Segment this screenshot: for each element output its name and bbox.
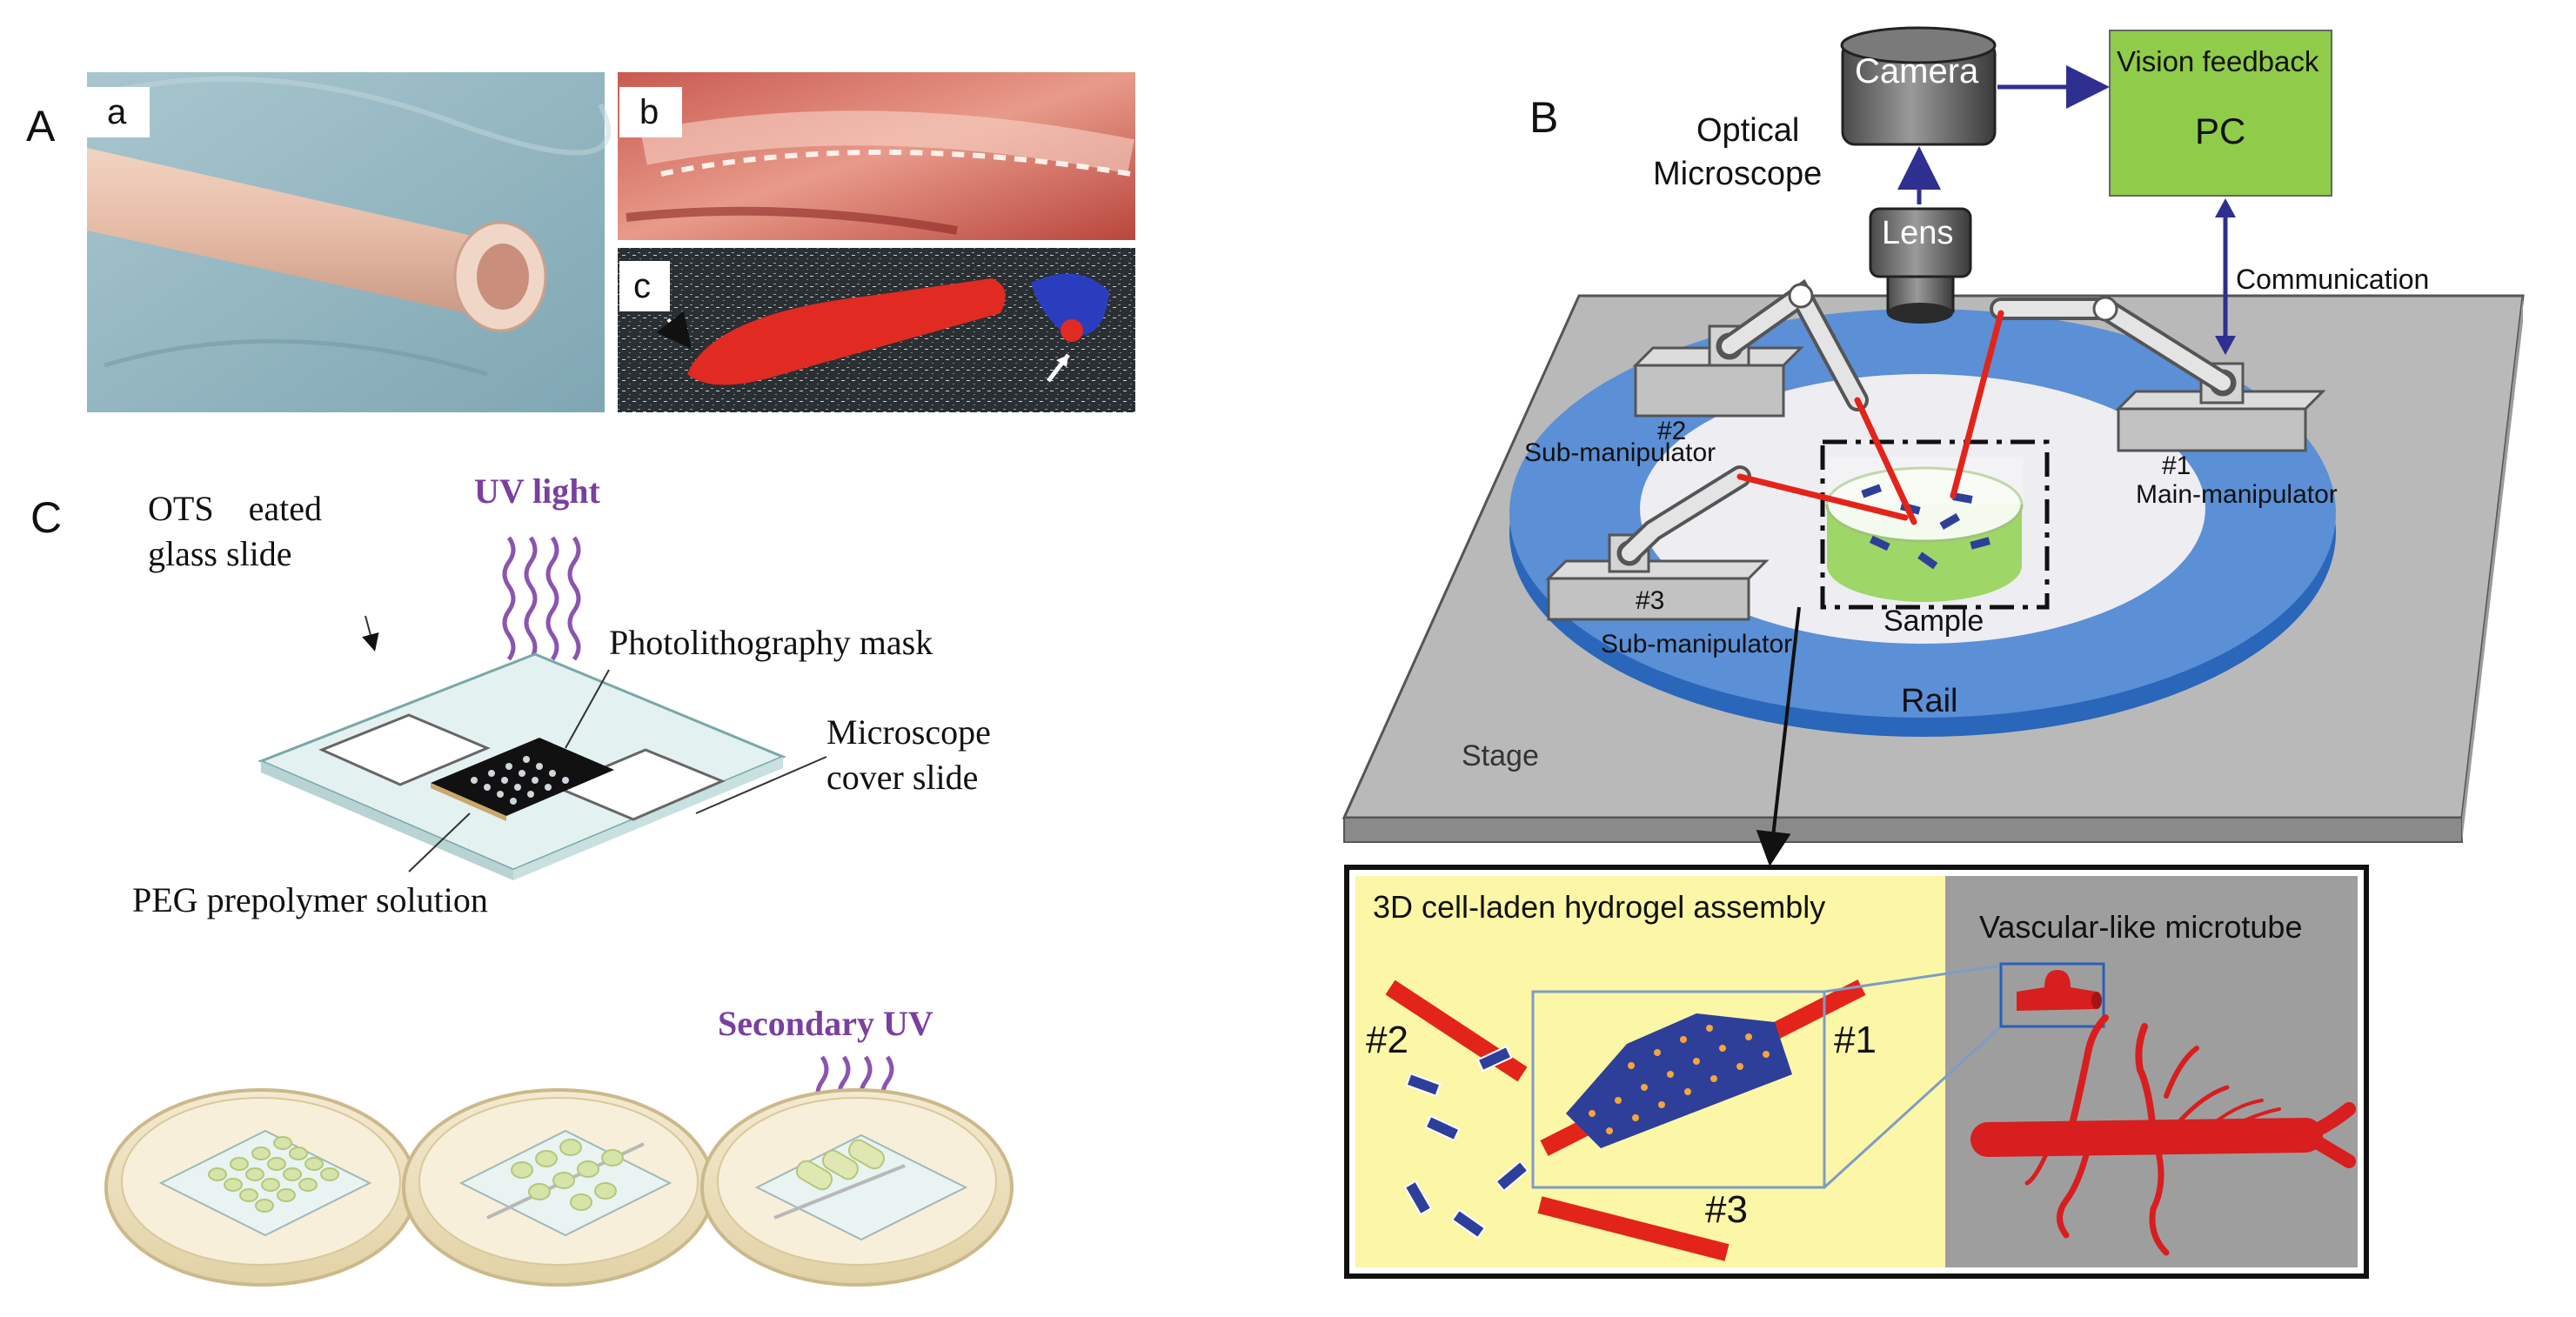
sample-label: Sample <box>1883 605 1984 638</box>
loose-hydrogel-units <box>1403 1045 1529 1240</box>
inset-label-1: #1 <box>1834 1019 1877 1061</box>
hydrogel-assembly <box>1566 1013 1792 1148</box>
cover-slide-line1: Microscope <box>826 712 991 752</box>
zoom-line-bottom <box>1823 1025 2003 1189</box>
vascular-tree <box>1970 1014 2356 1256</box>
manipulator-1 <box>1990 296 2326 452</box>
manipulator-2-num: #2 <box>1657 417 1686 445</box>
label-c-box <box>619 261 670 311</box>
camera-label: Camera <box>1855 52 1979 90</box>
panel-a-letter: A <box>26 102 56 150</box>
zoom-arrow <box>1756 606 1801 866</box>
inset-panel <box>1344 865 2369 1279</box>
panel-c-letter: C <box>30 493 62 542</box>
camera <box>1840 26 1997 146</box>
mask-label: Photolithography mask <box>609 623 933 662</box>
cover-slide-line2: cover slide <box>826 758 978 797</box>
sample-zoom-box <box>1820 439 2050 610</box>
photo-c-ultrasound <box>618 248 1135 412</box>
manipulator-3-label: Sub-manipulator <box>1601 630 1792 658</box>
manipulator-1-label: Main-manipulator <box>2136 480 2338 509</box>
microtube-title: Vascular-like microtube <box>1979 909 2302 945</box>
label-a-box <box>87 87 150 137</box>
mask-pointer <box>565 669 610 749</box>
photo-b-implant <box>618 72 1135 240</box>
label-b-box <box>619 87 682 137</box>
microtube-zoom <box>1999 962 2105 1028</box>
stage-label: Stage <box>1462 739 1539 772</box>
secondary-uv-label: Secondary UV <box>718 1004 933 1043</box>
micro-probes <box>1736 310 2004 525</box>
assembly-zoom-box <box>1531 990 1826 1189</box>
rail-label: Rail <box>1901 683 1957 719</box>
sample-dish <box>1825 457 2024 602</box>
photo-a-tube <box>87 72 612 412</box>
manipulator-3 <box>1545 465 1770 621</box>
uv-light-label: UV light <box>474 471 601 511</box>
lens <box>1869 207 1972 324</box>
zoom-line-top <box>1823 964 2002 993</box>
manipulator-2 <box>1632 278 1869 418</box>
ots-label-line2: glass slide <box>148 534 292 573</box>
uv-light-waves <box>502 536 581 661</box>
lens-label: Lens <box>1882 215 1953 251</box>
communication-label: Communication <box>2236 264 2429 295</box>
glass-slide-assembly <box>258 652 786 880</box>
pc-box <box>2109 30 2332 197</box>
cover-pointer <box>695 756 827 814</box>
label-a: a <box>107 93 127 131</box>
petri-dish-2 <box>402 1088 715 1287</box>
optical-microscope-line2: Microscope <box>1653 156 1822 192</box>
ots-pointer <box>362 615 379 652</box>
petri-dish-1 <box>104 1088 418 1287</box>
inset-label-2: #2 <box>1366 1019 1408 1061</box>
panel-b-letter: B <box>1529 93 1558 142</box>
inset-label-3: #3 <box>1705 1188 1748 1231</box>
manipulator-1-num: #1 <box>2162 451 2191 480</box>
petri-dish-3 <box>700 1088 1014 1287</box>
communication-arrow <box>2215 198 2236 355</box>
label-b: b <box>639 93 659 131</box>
label-c: c <box>633 267 651 305</box>
ots-label-line1: OTS eated <box>148 489 322 528</box>
pc-label: PC <box>2195 110 2245 151</box>
assembly-title: 3D cell-laden hydrogel assembly <box>1373 889 1825 925</box>
manipulator-3-num: #3 <box>1636 586 1664 615</box>
vision-feedback-label: Vision feedback <box>2117 45 2319 77</box>
peg-label: PEG prepolymer solution <box>132 880 488 919</box>
optical-microscope-line1: Optical <box>1696 112 1799 149</box>
manipulator-2-label: Sub-manipulator <box>1524 438 1716 467</box>
peg-pointer <box>408 812 471 872</box>
